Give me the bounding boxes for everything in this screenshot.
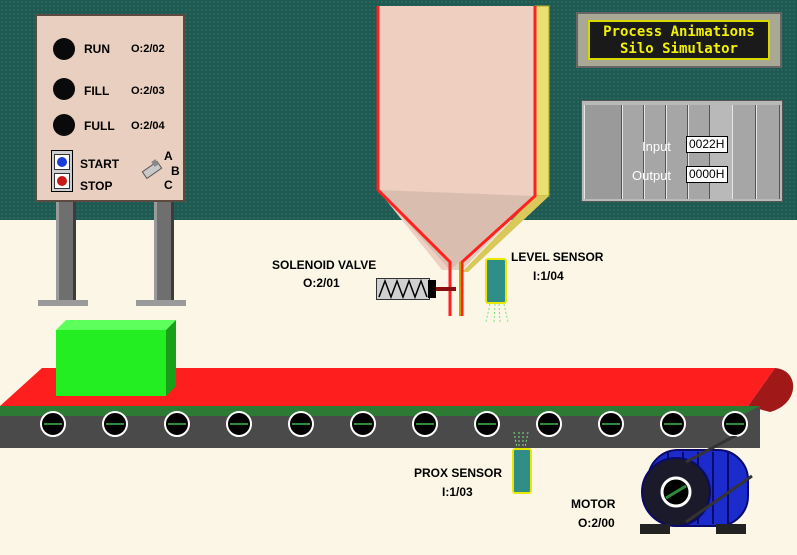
- panel-foot-left: [38, 300, 88, 306]
- title-box: Process Animations Silo Simulator: [576, 12, 782, 68]
- conveyor-roller: [722, 411, 748, 437]
- prox-sensor-address: I:1/03: [442, 485, 473, 499]
- start-button[interactable]: [54, 154, 70, 170]
- conveyor-roller: [412, 411, 438, 437]
- conveyor-roller: [598, 411, 624, 437]
- pushbutton-station: [51, 150, 73, 192]
- plc-output-value: 0000H: [686, 166, 728, 183]
- conveyor-roller: [226, 411, 252, 437]
- prox-sensor-label: PROX SENSOR: [414, 466, 503, 480]
- selector-key-icon[interactable]: [139, 156, 165, 182]
- product-box: [56, 320, 176, 396]
- conveyor-roller: [536, 411, 562, 437]
- selector-label-a: A: [164, 149, 173, 163]
- plc-input-value: 0022H: [686, 136, 728, 153]
- level-sensor-label: LEVEL SENSOR: [511, 250, 604, 264]
- prox-sensor: [512, 448, 532, 494]
- solenoid-label: SOLENOID VALVE: [272, 258, 377, 272]
- plc-module-4: [732, 105, 756, 199]
- plc-input-label: Input: [642, 139, 671, 154]
- run-label: RUN: [84, 42, 110, 56]
- run-address: O:2/02: [131, 43, 165, 55]
- plc-module-1: [644, 105, 666, 199]
- fill-lamp: [53, 78, 75, 100]
- plc-rack: Input 0022H Output 0000H: [581, 100, 783, 202]
- fill-label: FILL: [84, 84, 110, 98]
- conveyor-roller: [474, 411, 500, 437]
- plc-output-label: Output: [632, 168, 672, 183]
- conveyor-roller: [288, 411, 314, 437]
- selector-label-b: B: [171, 164, 180, 178]
- panel-post-right: [154, 202, 174, 302]
- fill-address: O:2/03: [131, 85, 165, 97]
- panel-post-left: [56, 202, 76, 302]
- conveyor-roller: [660, 411, 686, 437]
- solenoid-address: O:2/01: [303, 276, 340, 290]
- control-panel: RUN O:2/02 FILL O:2/03 FULL O:2/04 START…: [35, 14, 185, 202]
- panel-foot-right: [136, 300, 186, 306]
- conveyor-roller: [102, 411, 128, 437]
- stop-button[interactable]: [54, 173, 70, 189]
- stop-label: STOP: [80, 179, 113, 193]
- selector-label-c: C: [164, 178, 173, 192]
- level-sensor-beam: [485, 304, 509, 323]
- run-lamp: [53, 38, 75, 60]
- plc-module-5: [756, 105, 780, 199]
- plc-processor: [622, 105, 644, 199]
- level-sensor-address: I:1/04: [533, 269, 564, 283]
- conveyor-roller: [164, 411, 190, 437]
- full-label: FULL: [84, 119, 115, 133]
- plc-power-supply: [584, 105, 622, 199]
- level-sensor: [485, 258, 507, 304]
- conveyor-roller: [350, 411, 376, 437]
- title-line-1: Process Animations: [603, 24, 755, 40]
- motor-label: MOTOR: [571, 497, 616, 511]
- title-line-2: Silo Simulator: [619, 41, 738, 57]
- motor: [640, 436, 753, 534]
- prox-sensor-beam: [513, 432, 529, 449]
- conveyor-roller: [40, 411, 66, 437]
- solenoid-plunger: [428, 280, 436, 298]
- start-label: START: [80, 157, 120, 171]
- full-address: O:2/04: [131, 120, 165, 132]
- solenoid-rod: [436, 287, 456, 291]
- title-display: Process Animations Silo Simulator: [588, 20, 770, 60]
- motor-address: O:2/00: [578, 516, 615, 530]
- full-lamp: [53, 114, 75, 136]
- solenoid-coil: [376, 278, 430, 300]
